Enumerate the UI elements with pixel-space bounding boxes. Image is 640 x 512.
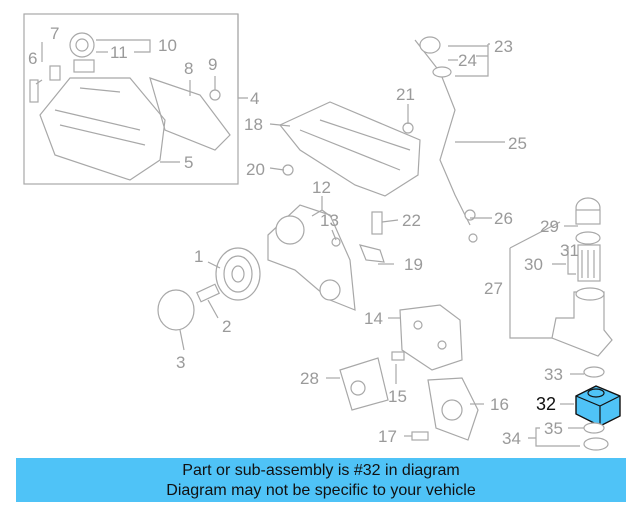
callout-28: 28 — [300, 369, 319, 388]
callout-8: 8 — [184, 59, 193, 78]
callout-13: 13 — [320, 211, 339, 230]
callout-5: 5 — [184, 153, 193, 172]
callout-23: 23 — [494, 37, 513, 56]
callout-15: 15 — [388, 387, 407, 406]
callout-31: 31 — [560, 241, 579, 260]
callout-12: 12 — [312, 178, 331, 197]
callout-16: 16 — [490, 395, 509, 414]
oil-filter-housing-part — [551, 291, 613, 357]
callout-3: 3 — [176, 353, 185, 372]
callout-9: 9 — [208, 55, 217, 74]
valve-cover-part — [39, 77, 166, 181]
callout-17: 17 — [378, 427, 397, 446]
callout-35: 35 — [544, 419, 563, 438]
callout-11: 11 — [110, 43, 128, 62]
info-banner: Part or sub-assembly is #32 in diagram D… — [16, 458, 626, 502]
callout-18: 18 — [244, 115, 263, 134]
callout-19: 19 — [404, 255, 423, 274]
engine-mount-part — [399, 304, 463, 371]
valve-cover-group-box — [23, 13, 239, 185]
oil-pan-part — [279, 101, 421, 197]
callout-30: 30 — [524, 255, 543, 274]
callout-20: 20 — [246, 160, 265, 179]
callout-34: 34 — [502, 429, 521, 448]
callout-26: 26 — [494, 209, 513, 228]
leader-lines — [35, 14, 584, 447]
callout-24: 24 — [458, 51, 477, 70]
callout-21: 21 — [396, 85, 415, 104]
callout-1: 1 — [194, 247, 203, 266]
callout-4: 4 — [250, 89, 259, 108]
oil-cooler-part-highlighted[interactable] — [575, 385, 621, 427]
dipstick-part — [414, 39, 471, 226]
callout-10: 10 — [158, 36, 177, 55]
callout-14: 14 — [364, 309, 383, 328]
callout-33: 33 — [544, 365, 563, 384]
callout-2: 2 — [222, 317, 231, 336]
banner-line-1: Part or sub-assembly is #32 in diagram — [182, 462, 460, 479]
callout-6: 6 — [28, 49, 37, 68]
callout-labels: 7 11 10 6 8 9 4 5 18 20 21 23 24 25 26 1… — [28, 24, 579, 448]
banner-line-2: Diagram may not be specific to your vehi… — [166, 482, 476, 499]
callout-27: 27 — [484, 279, 503, 298]
callout-29: 29 — [540, 217, 559, 236]
callout-32-highlighted: 32 — [536, 394, 556, 414]
callout-25: 25 — [508, 134, 527, 153]
callout-7: 7 — [50, 24, 59, 43]
callout-22: 22 — [402, 211, 421, 230]
